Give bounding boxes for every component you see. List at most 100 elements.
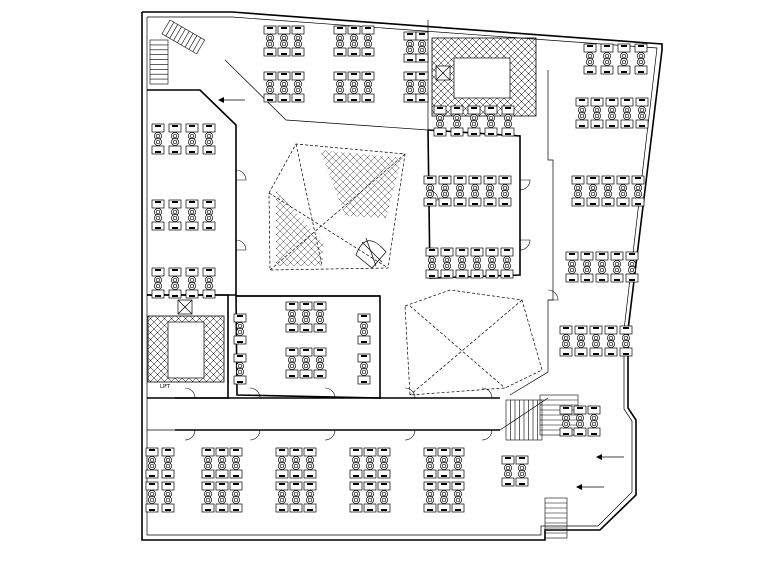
workstation — [333, 86, 347, 103]
chair — [577, 340, 585, 348]
chair — [454, 462, 462, 470]
chair — [604, 190, 612, 198]
workstation — [483, 175, 497, 192]
chair — [440, 462, 448, 470]
workstation — [202, 199, 216, 216]
workstation — [202, 138, 216, 155]
workstation — [501, 470, 515, 487]
workstation — [605, 112, 619, 129]
workstation — [275, 447, 289, 464]
chair — [316, 362, 324, 370]
chair — [440, 496, 448, 504]
chair — [171, 138, 179, 146]
workstation — [573, 405, 587, 422]
workstation — [620, 112, 634, 129]
workstation-cluster — [263, 25, 305, 103]
workstation-cluster — [151, 199, 216, 231]
workstation — [500, 247, 514, 264]
chair — [608, 112, 616, 120]
workstation-cluster — [571, 175, 645, 207]
workstation — [357, 328, 371, 345]
chair — [454, 496, 462, 504]
workstation — [559, 325, 573, 342]
workstation — [161, 447, 175, 464]
chair — [622, 340, 630, 348]
workstation — [595, 266, 609, 283]
workstation — [423, 481, 437, 498]
chair — [593, 112, 601, 120]
workstation-cluster — [233, 313, 247, 385]
workstation — [455, 247, 469, 264]
workstation — [185, 199, 199, 216]
workstation — [589, 325, 603, 342]
chair — [607, 340, 615, 348]
workstation-cluster — [151, 267, 216, 299]
workstation — [635, 97, 649, 114]
workstation — [361, 25, 375, 42]
workstation — [575, 112, 589, 129]
workstation — [515, 455, 529, 472]
chair — [586, 58, 594, 66]
chair — [426, 496, 434, 504]
workstation — [357, 313, 371, 330]
chair — [294, 86, 302, 94]
workstation — [610, 266, 624, 283]
chair — [574, 190, 582, 198]
workstation — [484, 105, 498, 122]
workstation — [617, 43, 631, 60]
workstation — [185, 138, 199, 155]
workstation — [450, 120, 464, 137]
chair — [487, 120, 495, 128]
workstation — [201, 481, 215, 498]
workstation — [625, 251, 639, 268]
workstation — [168, 282, 182, 299]
chair — [471, 190, 479, 198]
workstation — [275, 462, 289, 479]
chair — [488, 262, 496, 270]
workstation — [299, 316, 313, 333]
workstation — [377, 496, 391, 513]
workstation — [233, 328, 247, 345]
chair — [436, 120, 444, 128]
workstation — [415, 71, 429, 88]
workstation — [291, 40, 305, 57]
workstation — [361, 71, 375, 88]
chair — [232, 496, 240, 504]
workstation — [229, 462, 243, 479]
chair — [352, 496, 360, 504]
workstation — [583, 58, 597, 75]
workstation-cluster — [575, 97, 649, 129]
door-swing — [184, 387, 196, 399]
workstation — [453, 190, 467, 207]
workstation — [151, 282, 165, 299]
workstation-cluster — [275, 447, 317, 513]
chair — [278, 496, 286, 504]
chair — [366, 462, 374, 470]
chair — [302, 316, 310, 324]
workstation-cluster — [145, 447, 175, 513]
workstation — [415, 46, 429, 63]
workstation — [415, 31, 429, 48]
workstation — [151, 123, 165, 140]
workstation — [616, 190, 630, 207]
chair — [148, 462, 156, 470]
workstation — [631, 190, 645, 207]
chair — [620, 58, 628, 66]
workstation-cluster — [357, 313, 371, 385]
door-swing — [519, 179, 531, 191]
chair — [218, 496, 226, 504]
workstation — [601, 190, 615, 207]
workstation — [215, 496, 229, 513]
workstation — [451, 462, 465, 479]
workstation — [349, 462, 363, 479]
workstation — [357, 368, 371, 385]
workstation — [277, 25, 291, 42]
chair — [453, 120, 461, 128]
service-core-west — [147, 299, 225, 383]
chair — [292, 496, 300, 504]
chair — [205, 282, 213, 290]
workstation — [185, 267, 199, 284]
chair — [443, 262, 451, 270]
door-swing — [324, 429, 336, 441]
